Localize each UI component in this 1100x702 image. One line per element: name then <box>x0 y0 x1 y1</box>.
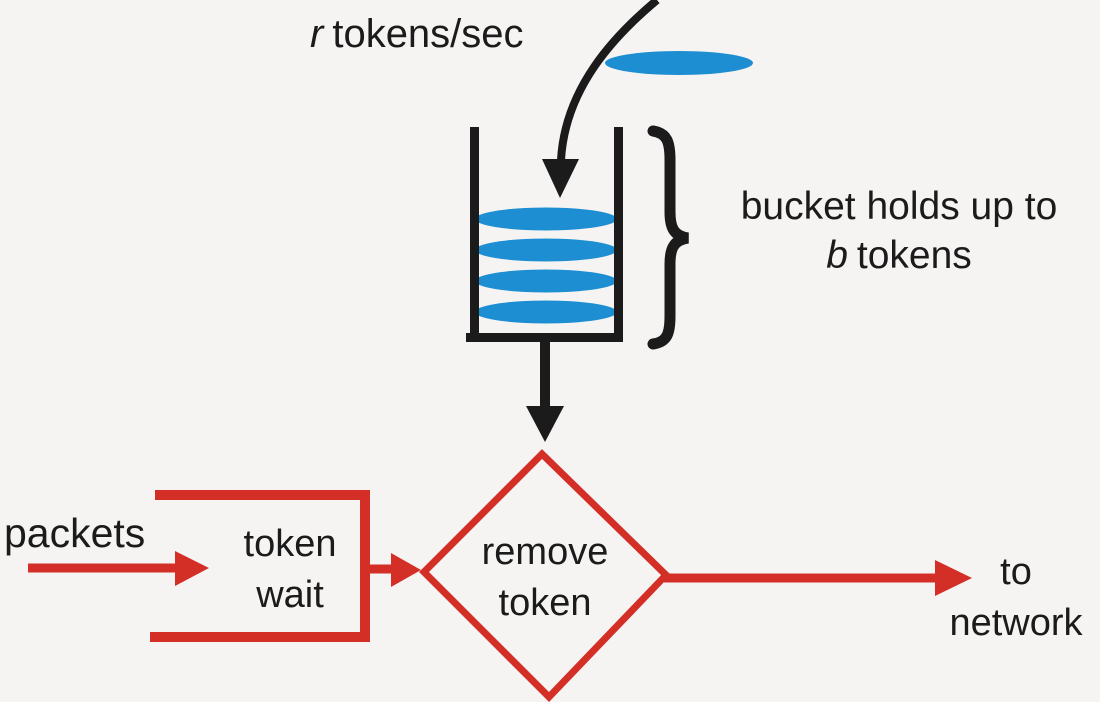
bucket-bottom <box>466 333 623 342</box>
token-wait-line2: wait <box>256 574 324 616</box>
bucket-right-wall <box>614 127 623 342</box>
bucket-token-ellipse <box>475 269 617 293</box>
packets-label: packets <box>4 510 146 556</box>
bucket-output-arrowhead-icon <box>526 406 564 442</box>
bucket-token-ellipse <box>475 207 617 231</box>
remove-token-diamond <box>419 449 671 702</box>
rate-unit: tokens/sec <box>332 12 524 56</box>
network-arrowhead-icon <box>935 560 972 596</box>
bucket-capacity-variable: b <box>826 234 848 277</box>
token-arrival-arrow <box>557 0 660 161</box>
bucket-capacity-unit: tokens <box>856 234 972 277</box>
packets-arrowhead-icon <box>175 551 209 586</box>
to-network-line1: to <box>1000 551 1032 593</box>
token-wait-line1: token <box>243 523 337 565</box>
remove-token-line1: remove <box>481 531 609 573</box>
bucket-tokens <box>475 207 617 324</box>
bucket-token-ellipse <box>475 238 617 262</box>
to-network-line2: network <box>949 602 1083 644</box>
bucket <box>466 127 623 342</box>
token-arrival-arrowhead-icon <box>542 159 579 198</box>
remove-token-label: remove token <box>445 527 645 629</box>
remove-token-line2: token <box>498 582 592 624</box>
bucket-token-ellipse <box>475 300 617 324</box>
bucket-left-wall <box>470 127 479 342</box>
incoming-token-ellipse <box>605 51 753 75</box>
token-wait-label: token wait <box>190 519 390 621</box>
rate-variable: r <box>310 12 324 56</box>
to-network-label: to network <box>928 547 1100 649</box>
wait-to-diamond-arrowhead-icon <box>391 553 421 587</box>
capacity-brace <box>647 125 690 350</box>
bucket-capacity-line1: bucket holds up to <box>740 185 1058 228</box>
